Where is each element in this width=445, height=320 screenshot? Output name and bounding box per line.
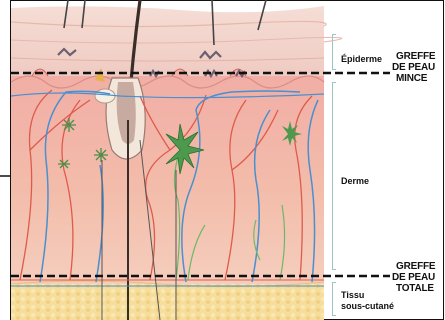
epidermis-label: Épiderme [341,54,382,65]
full-graft-label-line2: DE PEAU [392,273,435,283]
subcutaneous-label-line1: Tissu [341,290,364,301]
epidermis-bracket [332,34,337,70]
full-graft-label-line3: TOTALE [396,284,434,294]
full-graft-label-line1: GREFFE [396,262,435,272]
thin-graft-label-line2: DE PEAU [392,63,435,73]
dermis-bracket [332,82,337,270]
subcutaneous-layer [11,284,324,320]
thin-graft-label-line3: MINCE [396,74,427,84]
subcutaneous-label-line2: sous-cutané [341,301,394,312]
epidermis-layer [11,6,324,76]
dermis-label: Derme [341,176,369,187]
subcutaneous-bracket [332,282,337,316]
thin-graft-label-line1: GREFFE [396,52,435,62]
